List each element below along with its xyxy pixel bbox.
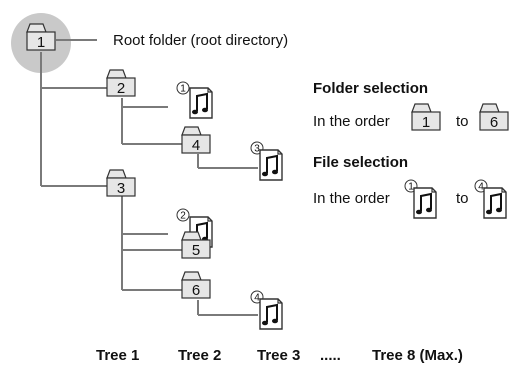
tree-3-label: Tree 3	[257, 347, 300, 364]
legend-file-to-number: 4	[478, 182, 484, 193]
root-folder-label: Root folder (root directory)	[113, 32, 288, 49]
file-4-number: 4	[254, 293, 260, 304]
folder-6-label: 6	[192, 282, 200, 299]
legend-file-from-number: 1	[408, 182, 414, 193]
tree-2-label: Tree 2	[178, 347, 221, 364]
folder-1-label: 1	[37, 34, 45, 51]
file-2-number: 2	[180, 211, 186, 222]
folder-selection-title: Folder selection	[313, 80, 428, 97]
legend-file-from: 1	[404, 179, 437, 219]
folder-3: 3	[106, 169, 136, 197]
folder-5: 5	[181, 231, 211, 259]
music-file-3: 3	[250, 141, 283, 181]
folder-3-label: 3	[117, 180, 125, 197]
tree-1-label: Tree 1	[96, 347, 139, 364]
folder-order-prefix: In the order	[313, 113, 390, 130]
legend-folder-from-label: 1	[422, 114, 430, 131]
folder-1: 1	[26, 23, 56, 51]
file-order-to: to	[456, 190, 469, 207]
file-selection-title: File selection	[313, 154, 408, 171]
music-file-2: 2	[176, 208, 213, 248]
file-order-prefix: In the order	[313, 190, 390, 207]
legend-folder-to: 6	[479, 103, 509, 131]
file-1-number: 1	[180, 84, 186, 95]
folder-6: 6	[181, 271, 211, 299]
folder-order-to: to	[456, 113, 469, 130]
folder-2: 2	[106, 69, 136, 97]
folder-2-label: 2	[117, 80, 125, 97]
folder-5-label: 5	[192, 242, 200, 259]
legend-file-to: 4	[474, 179, 507, 219]
music-file-4: 4	[250, 290, 283, 330]
tree-8-label: Tree 8 (Max.)	[372, 347, 463, 364]
music-file-1: 1	[176, 81, 213, 119]
tree-connectors	[40, 39, 258, 316]
folder-4-label: 4	[192, 137, 200, 154]
file-3-number: 3	[254, 144, 260, 155]
legend-folder-to-label: 6	[490, 114, 498, 131]
legend-folder-from: 1	[411, 103, 441, 131]
tree-ellipsis: .....	[320, 347, 341, 364]
folder-4: 4	[181, 126, 211, 154]
